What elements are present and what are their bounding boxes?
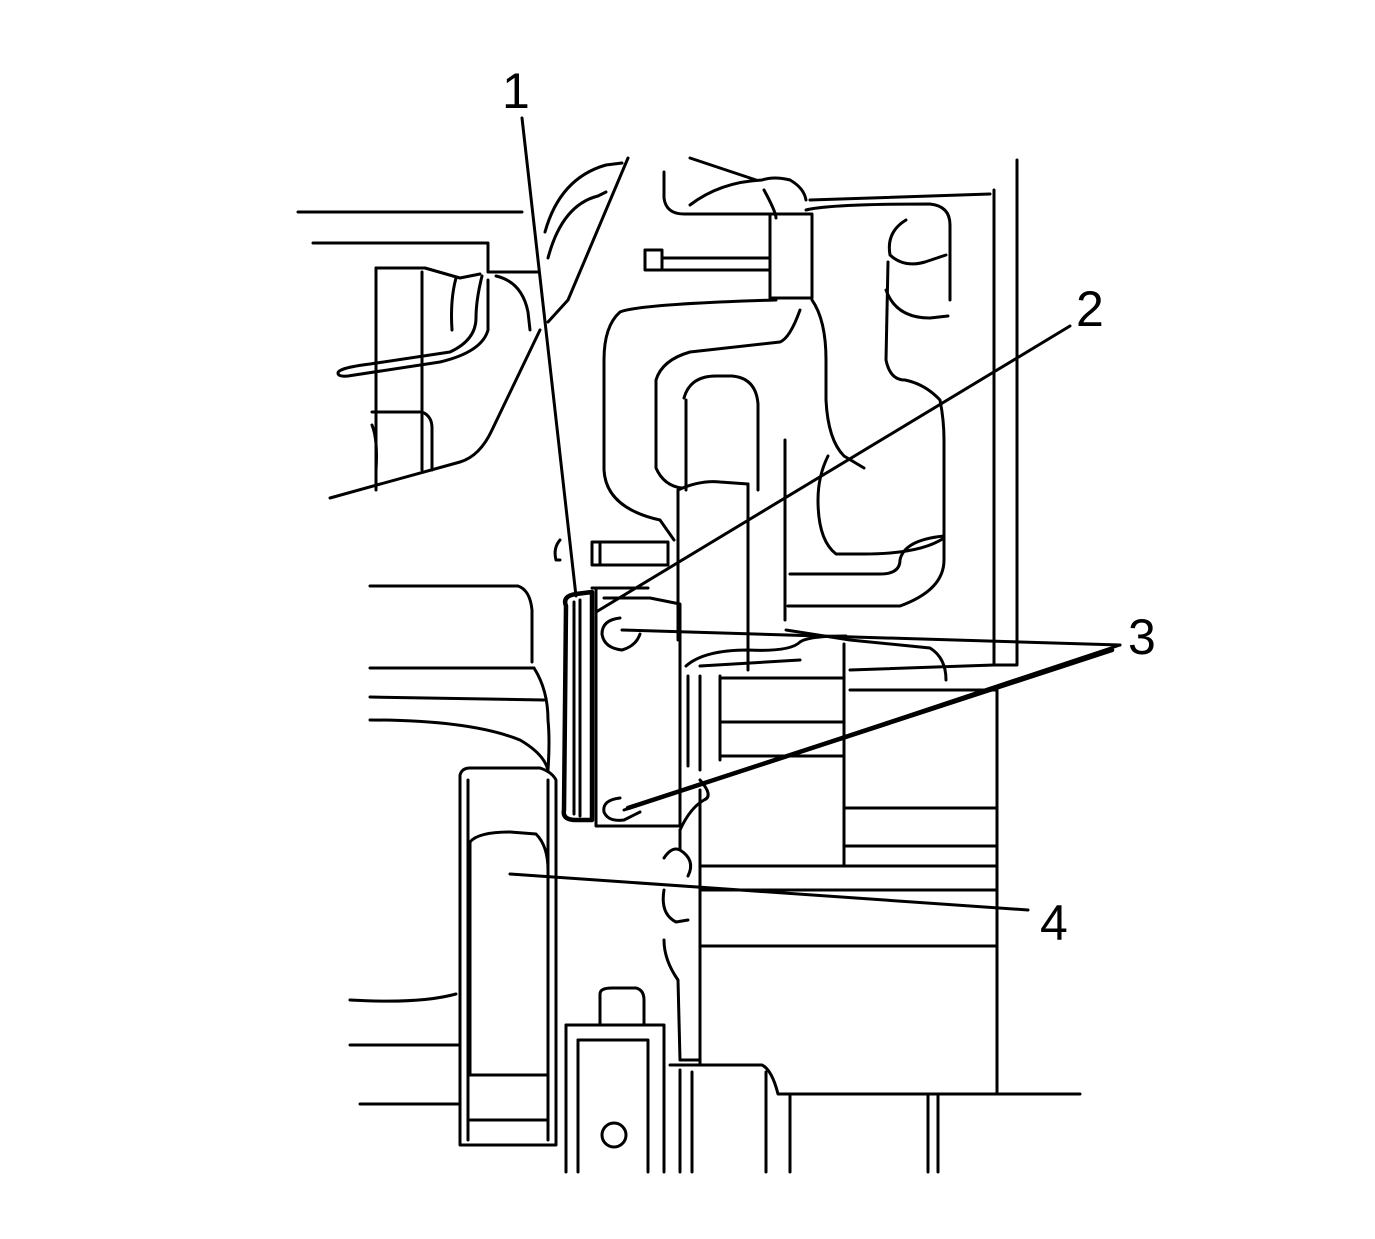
upper-left-housing [296, 156, 630, 500]
leader-line-3a [620, 628, 1122, 647]
leader-line-1 [520, 116, 578, 598]
callout-label-2: 2 [1076, 281, 1104, 337]
tube-component [348, 766, 558, 1147]
mid-right-housing [661, 634, 999, 1067]
seal-bracket [561, 586, 682, 828]
leader-line-3c [625, 647, 1115, 811]
right-frame [848, 158, 1019, 1095]
leader-line-4 [508, 872, 1030, 912]
leader-lines [508, 116, 1122, 912]
upper-bracket [643, 156, 992, 302]
callout-label-4: 4 [1040, 895, 1068, 951]
callout-label-1: 1 [502, 63, 530, 119]
stud [553, 538, 670, 567]
left-lower-housing [368, 584, 551, 772]
callout-label-3: 3 [1128, 609, 1156, 665]
leader-line-2 [594, 324, 1072, 614]
hose-loop [602, 218, 950, 682]
fastener-holes [600, 616, 642, 822]
lower-bolt [564, 986, 666, 1174]
bottom-frame [668, 1063, 1082, 1174]
